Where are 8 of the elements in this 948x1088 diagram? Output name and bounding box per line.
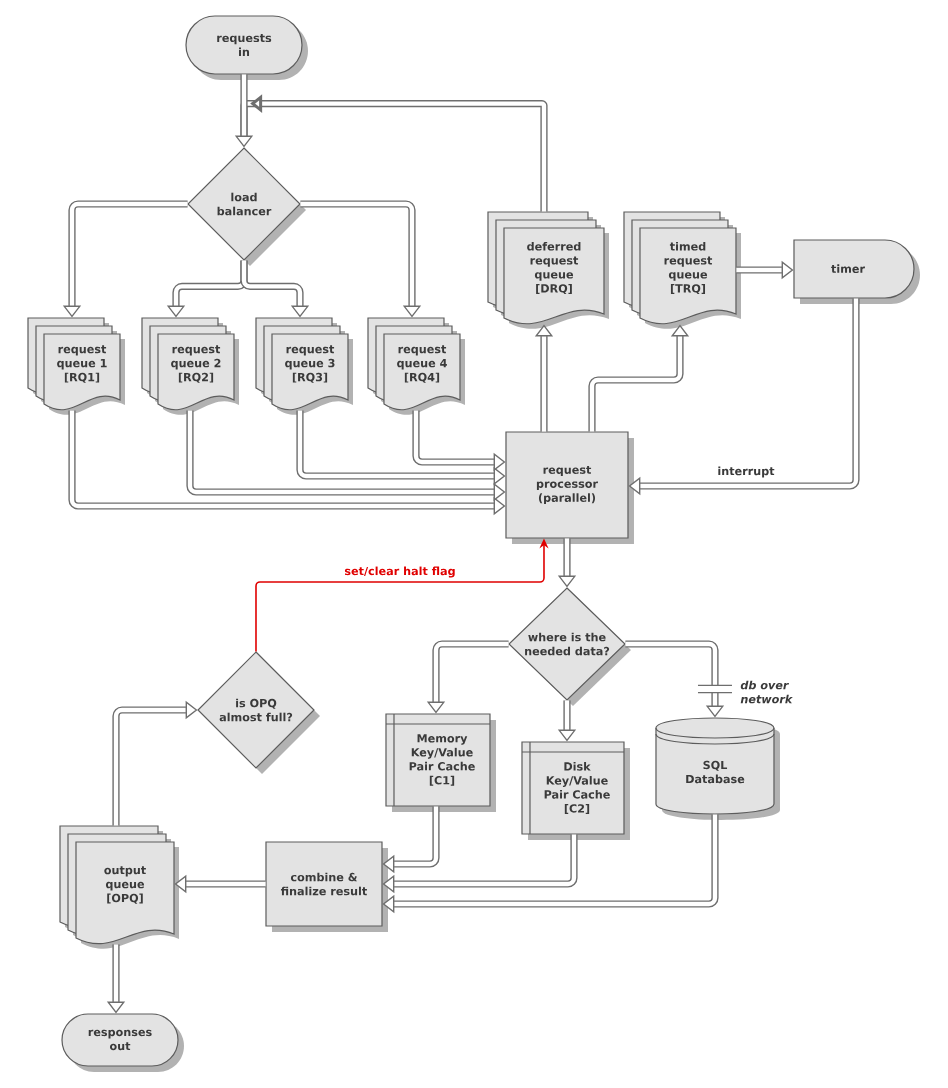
arrow (382, 834, 578, 894)
arrow (112, 700, 198, 826)
arrow (625, 640, 725, 718)
arrow (628, 298, 860, 496)
arrow (300, 200, 422, 318)
arrow (240, 260, 310, 318)
arrow (382, 814, 719, 914)
arrow (382, 806, 440, 874)
